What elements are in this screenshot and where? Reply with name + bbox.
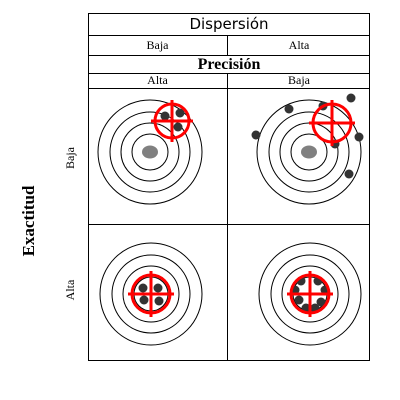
target-rings: [256, 99, 362, 205]
crosshair-icon: [151, 100, 193, 142]
accuracy-high-label: Alta: [63, 279, 77, 301]
divider-line: [227, 73, 228, 361]
target-center-dot: [142, 145, 158, 159]
shot-dots: [160, 108, 185, 132]
precision-high-label: Alta: [147, 73, 168, 87]
target-high-accuracy-low-precision: [258, 242, 362, 346]
target-low-accuracy-low-precision: [251, 93, 364, 205]
divider-line: [88, 224, 370, 225]
target-high-accuracy-high-precision: [99, 242, 203, 346]
accuracy-low-label: Baja: [63, 147, 77, 169]
divider-line: [88, 55, 370, 56]
precision-title: Precisión: [197, 55, 261, 73]
crosshair-icon: [309, 100, 355, 146]
diagram-frame: [88, 13, 370, 361]
accuracy-title: Exactitud: [19, 185, 38, 257]
target-center-dot: [301, 145, 317, 159]
precision-low-label: Baja: [288, 73, 310, 87]
crosshair-icon: [128, 271, 174, 317]
divider-line: [88, 88, 370, 89]
dispersion-title: Dispersión: [189, 15, 269, 33]
divider-line: [227, 35, 228, 55]
target-rings: [97, 99, 203, 205]
dispersion-high-label: Alta: [288, 38, 310, 52]
shot-dots: [138, 283, 164, 306]
divider-line: [88, 35, 370, 36]
target-low-accuracy-high-precision: [97, 99, 203, 205]
dispersion-low-label: Baja: [146, 38, 169, 52]
crosshair-icon: [287, 271, 333, 317]
divider-line: [88, 73, 370, 74]
